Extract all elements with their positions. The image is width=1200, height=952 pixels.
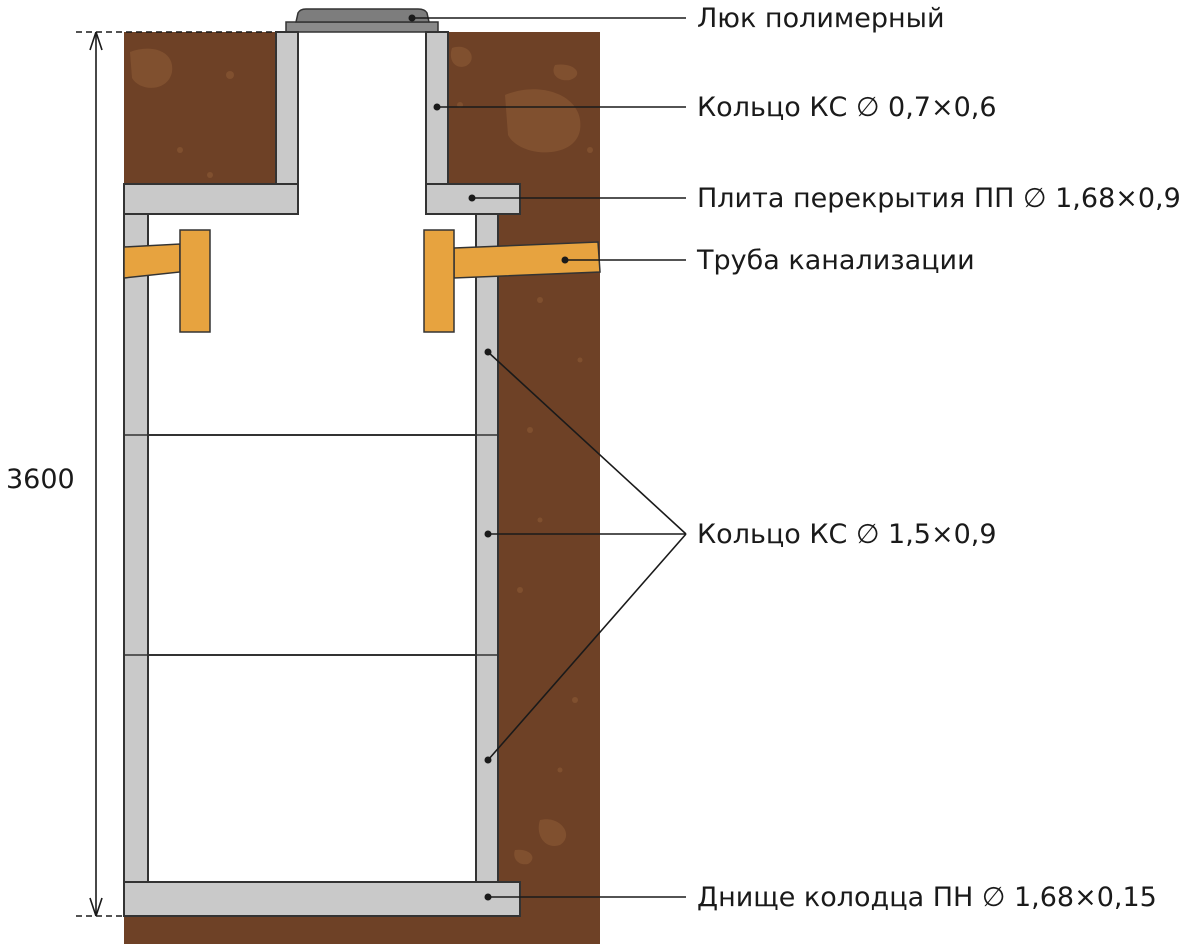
depth-dimension: 3600	[6, 31, 276, 917]
main-rings	[123, 213, 499, 883]
leader-main-rings	[484, 348, 687, 764]
leader-hatch	[408, 14, 686, 22]
leader-neck-ring	[433, 103, 686, 111]
label-neck-ring: Кольцо КС ∅ 0,7×0,6	[697, 92, 997, 123]
cover-slab	[123, 183, 521, 215]
sewer-pipes	[123, 229, 601, 333]
label-bottom-slab: Днище колодца ПН ∅ 1,68×0,15	[697, 882, 1157, 913]
leader-bottom-slab	[484, 893, 686, 901]
label-main-rings: Кольцо КС ∅ 1,5×0,9	[697, 519, 997, 550]
bottom-slab	[123, 881, 521, 917]
leader-sewer-pipe	[561, 256, 686, 264]
soil-spots	[130, 46, 593, 865]
leader-cover-slab	[468, 194, 686, 202]
label-hatch: Люк полимерный	[697, 3, 945, 34]
label-sewer-pipe: Труба канализации	[696, 245, 975, 276]
depth-dimension-label: 3600	[6, 464, 75, 495]
label-cover-slab: Плита перекрытия ПП ∅ 1,68×0,9	[697, 183, 1181, 214]
hatch	[285, 8, 439, 33]
